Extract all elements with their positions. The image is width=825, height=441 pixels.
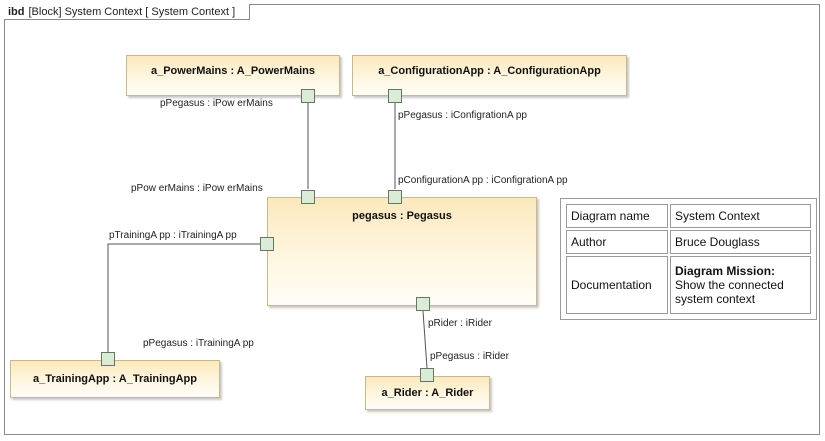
port-label-rider: pPegasus : iRider <box>430 351 509 362</box>
documentation-label: Documentation <box>566 256 668 314</box>
port-label-training-app: pPegasus : iTrainingA pp <box>143 338 254 349</box>
author-value: Bruce Douglass <box>670 230 811 254</box>
diagram-frame <box>4 4 820 435</box>
documentation-value: Diagram Mission: Show the connected syst… <box>670 256 811 314</box>
diagram-name-label: Diagram name <box>566 204 668 228</box>
diagram-name-value: System Context <box>670 204 811 228</box>
port-label-configuration-app: pPegasus : iConfigrationA pp <box>398 110 527 121</box>
block-title: a_PowerMains : A_PowerMains <box>150 65 316 77</box>
port-label-power-mains: pPegasus : iPow erMains <box>160 98 273 109</box>
author-label: Author <box>566 230 668 254</box>
table-row: Documentation Diagram Mission: Show the … <box>566 256 811 314</box>
block-training-app[interactable]: a_TrainingApp : A_TrainingApp <box>10 360 220 398</box>
block-title: a_ConfigurationApp : A_ConfigurationApp <box>378 65 601 77</box>
connector-training-app <box>107 243 260 352</box>
port-pegasus-config[interactable] <box>388 190 402 204</box>
block-title: a_TrainingApp : A_TrainingApp <box>33 373 197 385</box>
port-label-pegasus-training: pTrainingA pp : iTrainingA pp <box>109 230 237 241</box>
port-configuration-app[interactable] <box>388 89 402 103</box>
port-pegasus-power[interactable] <box>301 190 315 204</box>
port-label-pegasus-rider: pRider : iRider <box>428 318 492 329</box>
documentation-title: Diagram Mission: <box>675 264 776 278</box>
block-pegasus[interactable]: pegasus : Pegasus <box>267 197 537 306</box>
port-rider[interactable] <box>420 368 434 382</box>
block-title: a_Rider : A_Rider <box>381 387 474 399</box>
table-row: Author Bruce Douglass <box>566 230 811 254</box>
documentation-text: Show the connected system context <box>675 278 784 306</box>
diagram-heading: [Block] System Context [ System Context … <box>28 6 236 18</box>
diagram-info-table: Diagram name System Context Author Bruce… <box>560 198 817 320</box>
block-title: pegasus : Pegasus <box>352 210 452 222</box>
port-label-pegasus-power: pPow erMains : iPow erMains <box>131 183 263 194</box>
diagram-kind: ibd <box>8 6 25 18</box>
block-power-mains[interactable]: a_PowerMains : A_PowerMains <box>126 55 340 96</box>
port-training-app[interactable] <box>101 352 115 366</box>
block-rider[interactable]: a_Rider : A_Rider <box>365 376 490 410</box>
table-row: Diagram name System Context <box>566 204 811 228</box>
port-power-mains[interactable] <box>301 89 315 103</box>
connector-rider <box>422 310 428 369</box>
port-label-pegasus-config: pConfigurationA pp : iConfigrationA pp <box>398 175 568 186</box>
port-pegasus-training[interactable] <box>260 237 274 251</box>
diagram-frame-tab: ibd[Block] System Context [ System Conte… <box>4 4 251 20</box>
port-pegasus-rider[interactable] <box>416 297 430 311</box>
